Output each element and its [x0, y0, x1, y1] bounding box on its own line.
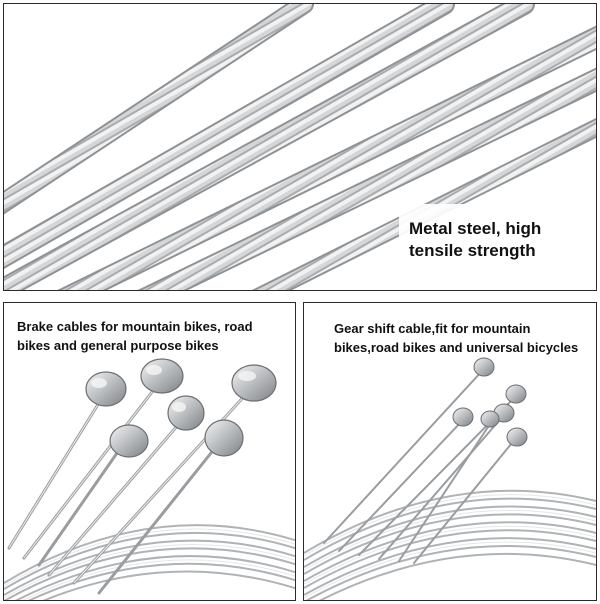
steel-wire-strands-image	[4, 4, 596, 290]
left-panel: Brake cables for mountain bikes, road bi…	[3, 302, 296, 601]
top-panel-caption: Metal steel, high tensile strength	[409, 219, 542, 260]
brake-cables-image	[4, 358, 295, 600]
right-panel-caption: Gear shift cable,fit for mountain bikes,…	[334, 321, 579, 355]
top-panel: Metal steel, high tensile strength	[3, 3, 597, 291]
right-panel: Gear shift cable,fit for mountain bikes,…	[303, 302, 597, 601]
left-panel-caption: Brake cables for mountain bikes, road bi…	[17, 319, 253, 353]
gear-shift-cables-image	[304, 357, 596, 600]
